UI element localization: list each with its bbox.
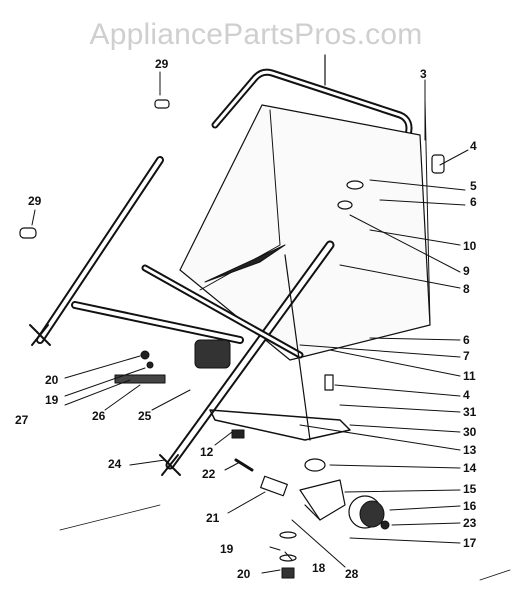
callout-label: 20 [237,567,251,581]
callout-label: 19 [220,542,234,556]
callout-label: 30 [463,425,477,439]
callout-label: 25 [138,409,152,423]
callout-label: 24 [108,457,122,471]
callout-label: 4 [470,139,477,153]
callout-label: 29 [155,57,169,71]
wheel-bracket [299,479,346,521]
callout-label: 23 [463,516,477,530]
callout-label: 27 [15,413,29,427]
callout-label: 12 [200,445,214,459]
callout-label: 21 [206,511,220,525]
gearbox [194,339,231,369]
callout-label: 22 [202,467,216,481]
callout-label: 6 [463,333,470,347]
callout-label: 20 [45,373,59,387]
callout-label: 13 [463,443,477,457]
callout-label: 31 [463,405,477,419]
callout-label: 5 [470,179,477,193]
callout-label: 19 [45,393,59,407]
callout-label: 6 [470,195,477,209]
callout-label: 29 [28,194,42,208]
hopper-bag [179,104,431,361]
watermark-logo: AppliancePartsPros.com [89,18,423,51]
callout-label: 28 [345,567,359,581]
callout-label: 11 [463,369,476,383]
callout-label: 15 [463,482,477,496]
callout-label: 8 [463,282,470,296]
callout-label: 3 [420,67,427,81]
callout-label: 17 [463,536,477,550]
callout-label: 18 [312,561,326,575]
callout-label: 7 [463,349,470,363]
part-callouts: 29 3 4 5 6 29 10 9 8 6 7 11 20 19 27 26 … [15,57,477,581]
callout-label: 26 [92,409,106,423]
lower-frame [209,409,351,441]
callout-label: 14 [463,461,477,475]
callout-label: 9 [463,264,470,278]
callout-label: 16 [463,499,477,513]
axle-sleeve [260,475,288,497]
callout-label: 4 [463,388,470,402]
callout-label: 10 [463,239,477,253]
